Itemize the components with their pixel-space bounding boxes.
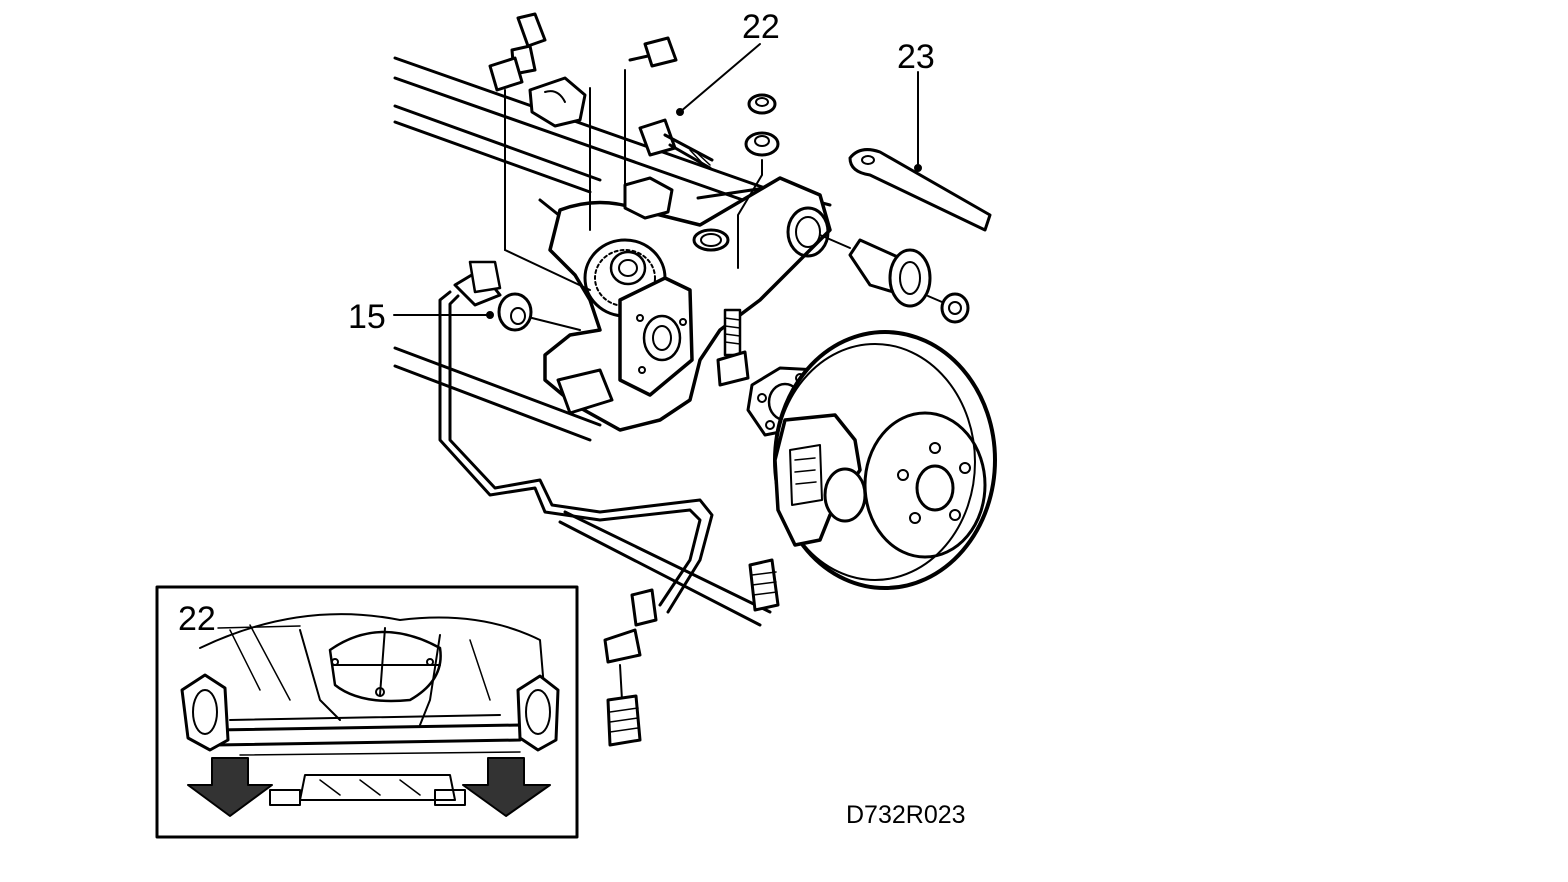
callout-22-inset: 22: [178, 600, 216, 638]
brake-caliper: [773, 413, 867, 547]
callout-22-top: 22: [742, 8, 780, 46]
inset-vehicle-underside: [155, 585, 579, 839]
line-clip-and-bolt: [603, 588, 658, 747]
tie-rod-23: [848, 148, 992, 232]
brake-line: [438, 290, 772, 627]
callout-23: 23: [897, 38, 935, 76]
lower-arm-bolt: [716, 308, 750, 387]
brake-line-bracket-clip: [528, 76, 591, 231]
callout-15: 15: [348, 298, 386, 336]
brake-line-fitting: [748, 558, 780, 612]
bushing-nut: [927, 292, 970, 324]
bushing: [819, 234, 932, 308]
bolt-15: [453, 260, 581, 332]
bracket-block: [556, 368, 614, 415]
top-bolt-clip: [488, 12, 591, 291]
nut-washer-stack: [737, 93, 780, 269]
mounting-bracket: [623, 176, 674, 220]
leader-lines: [393, 43, 922, 319]
hub-flange-housing: [618, 276, 694, 397]
bolt-22: [638, 118, 714, 170]
drawing-code: D732R023: [846, 801, 966, 829]
